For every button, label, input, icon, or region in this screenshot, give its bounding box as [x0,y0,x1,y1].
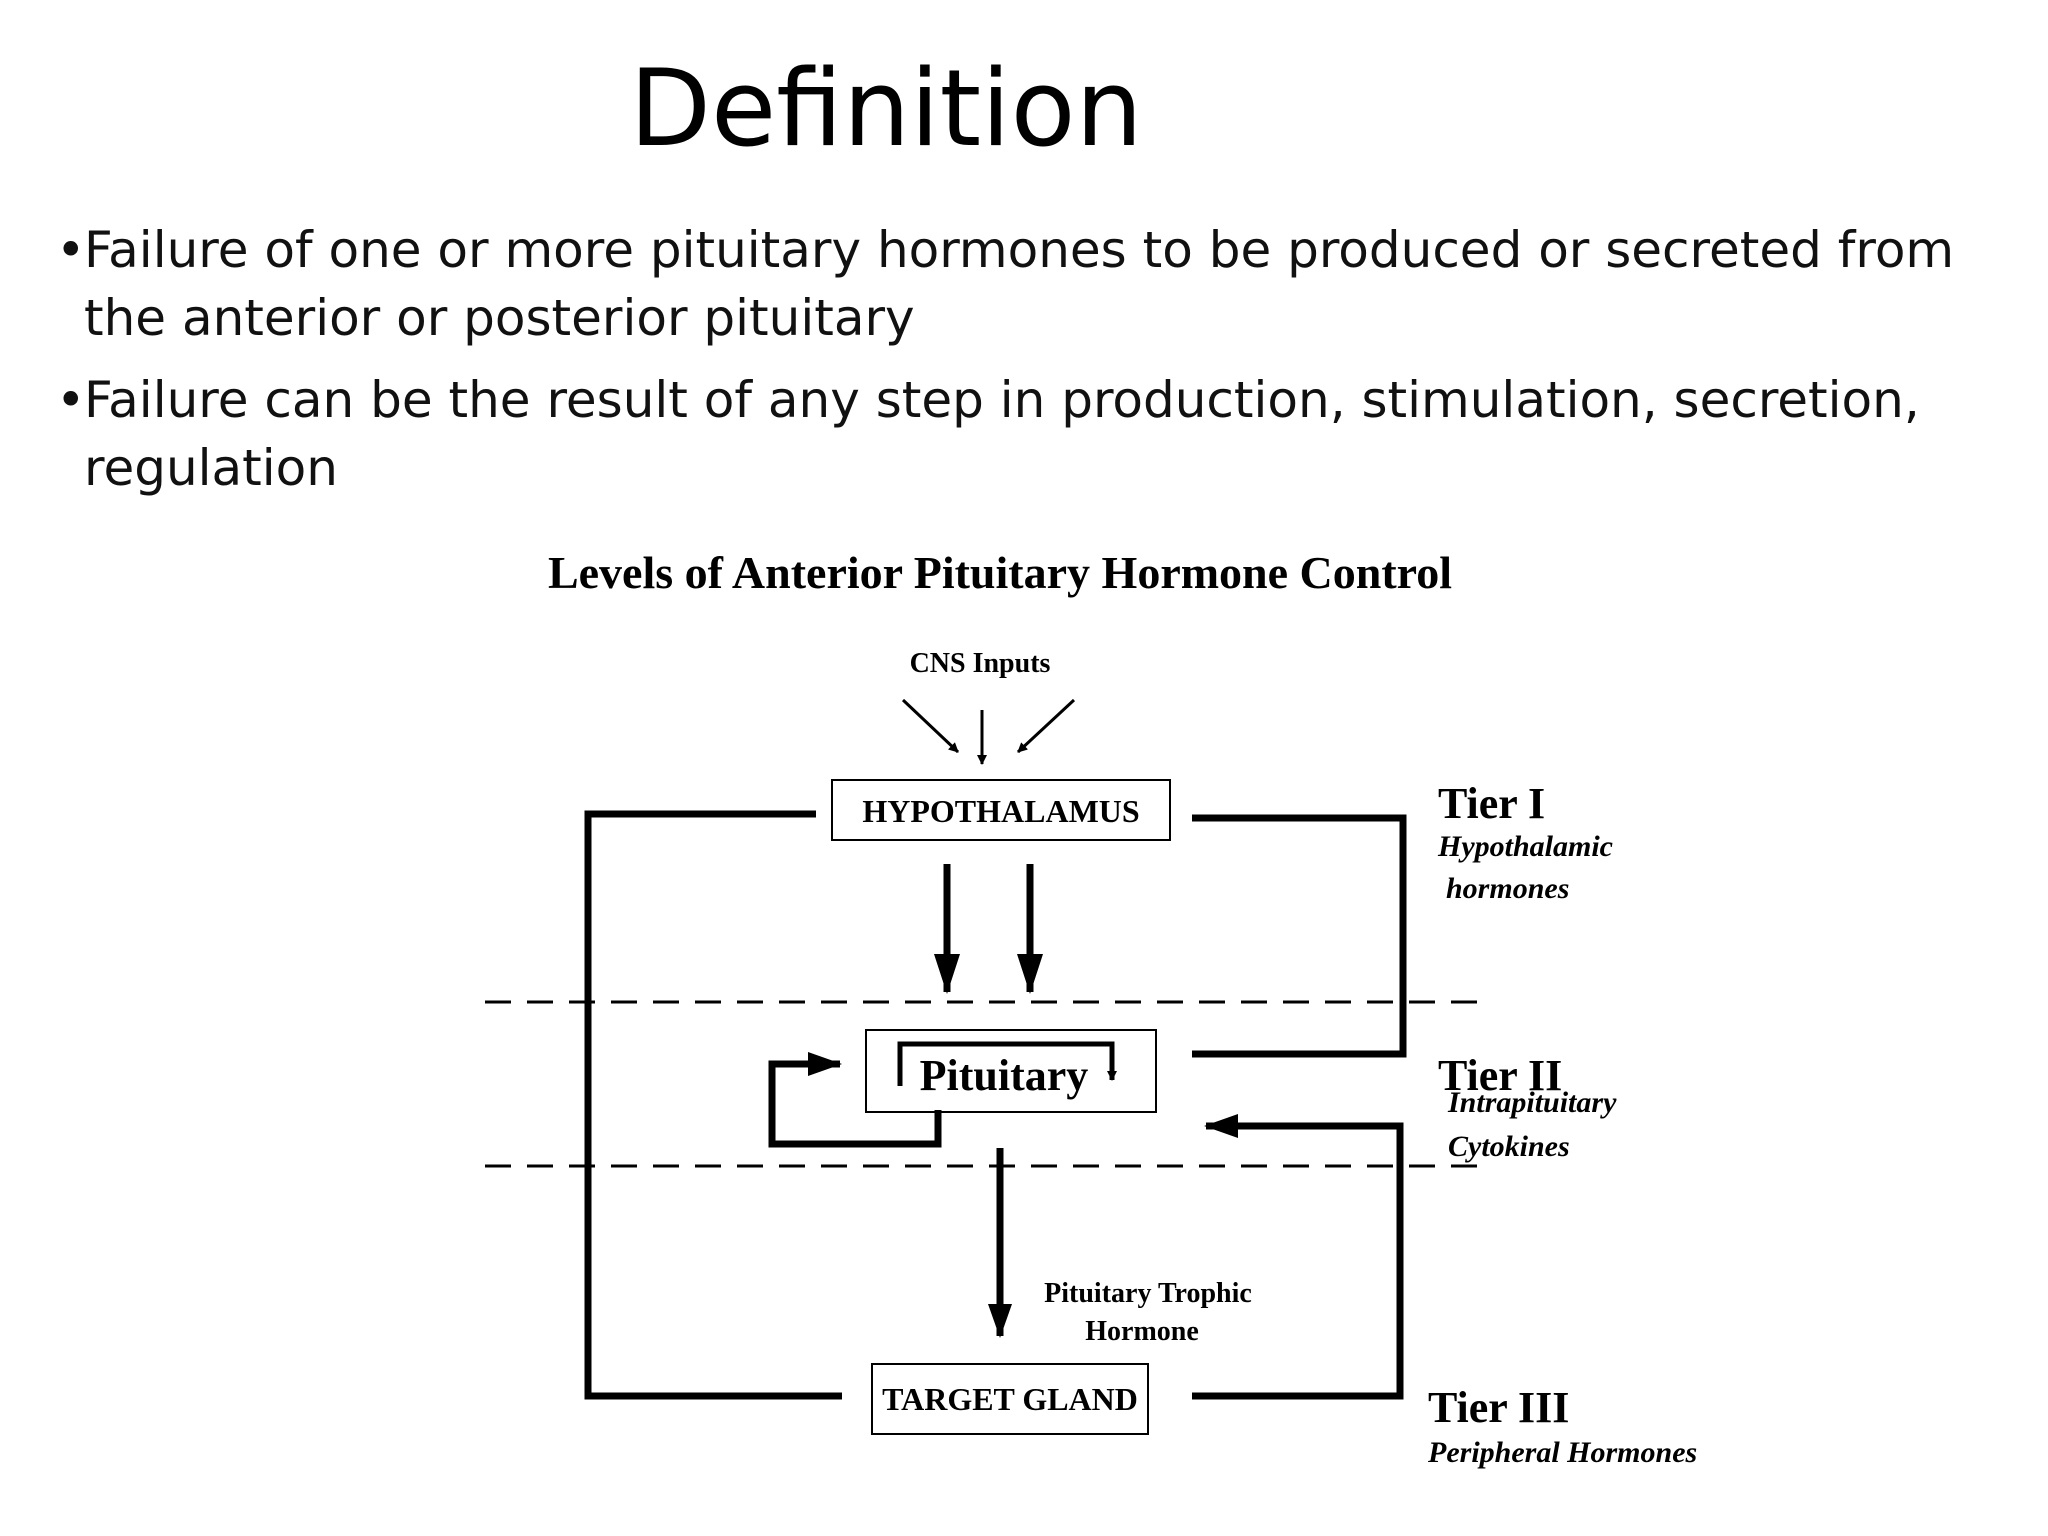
tier-1-sub: Hypothalamic [1437,830,1613,863]
tier-1-label: Tier I [1438,779,1545,828]
bullet-dot-icon: • [56,221,86,279]
bullet-item: • Failure can be the result of any step … [52,366,2032,502]
bullet-item: • Failure of one or more pituitary hormo… [52,216,2032,352]
hypothalamus-to-pituitary-feedback [1192,814,1407,1058]
bullet-text: Failure of one or more pituitary hormone… [84,221,1955,347]
tier-3-label: Tier III [1428,1383,1569,1432]
target-gland-label: TARGET GLAND [882,1381,1138,1417]
bullet-dot-icon: • [56,371,86,429]
bullet-list: • Failure of one or more pituitary hormo… [52,216,2032,516]
pituitary-inner-loop-arrow [897,1041,1117,1086]
slide-title: Definition [629,47,1143,170]
trophic-hormone-label: Hormone [1085,1316,1199,1347]
target-to-pituitary-feedback [1192,1114,1404,1400]
intrapituitary-loop-arrow [768,1052,942,1148]
pituitary-label: Pituitary [920,1051,1089,1100]
cns-arrow-left [901,698,960,754]
diagram-title: Levels of Anterior Pituitary Hormone Con… [548,547,1452,598]
target-gland-box [871,1363,1149,1435]
cns-inputs-label: CNS Inputs [910,648,1051,679]
tier-2-sub: Intrapituitary [1447,1086,1617,1119]
bullet-text: Failure can be the result of any step in… [84,371,1920,497]
hypothalamus-label: HYPOTHALAMUS [862,793,1139,829]
cns-arrow-right [1016,698,1076,754]
hypothalamus-box [831,779,1171,841]
tier-1-sub: hormones [1446,872,1569,905]
trophic-hormone-label: Pituitary Trophic [1044,1278,1252,1309]
tier-3-sub: Peripheral Hormones [1427,1436,1697,1469]
tier-2-label: Tier II [1438,1051,1562,1100]
left-feedback-loop [584,810,842,1400]
tier-2-sub: Cytokines [1448,1130,1570,1163]
